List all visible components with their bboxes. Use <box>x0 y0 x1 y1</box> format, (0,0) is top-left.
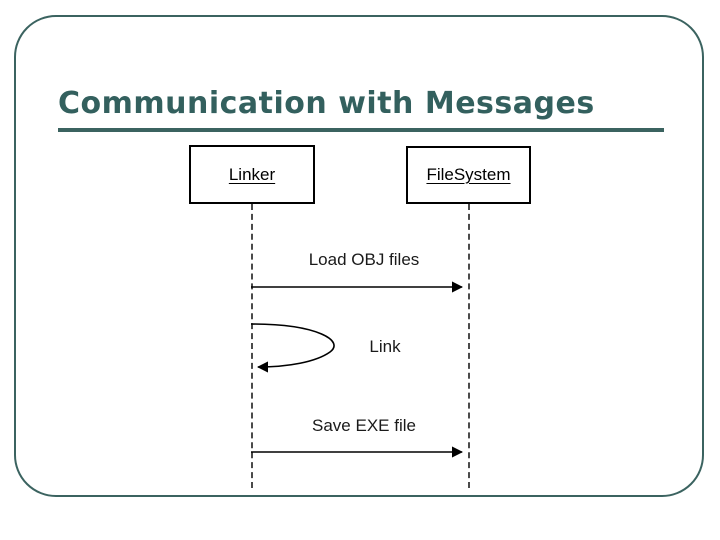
object-box-filesystem: FileSystem <box>406 146 531 204</box>
lifeline-filesystem <box>468 204 470 488</box>
message-label-save-exe-file: Save EXE file <box>312 416 416 435</box>
lifeline-linker <box>251 204 253 488</box>
object-box-linker: Linker <box>189 145 315 204</box>
object-label-linker: Linker <box>228 164 276 184</box>
slide-border-frame <box>14 15 704 497</box>
message-label-load-obj-files: Load OBJ files <box>308 250 420 269</box>
object-label-filesystem: FileSystem <box>426 165 511 184</box>
message-arrow-link-self-call <box>250 323 335 373</box>
title-underline-rule <box>58 128 664 132</box>
page-title: Communication with Messages <box>58 86 595 121</box>
message-label-link: Link <box>369 337 401 356</box>
